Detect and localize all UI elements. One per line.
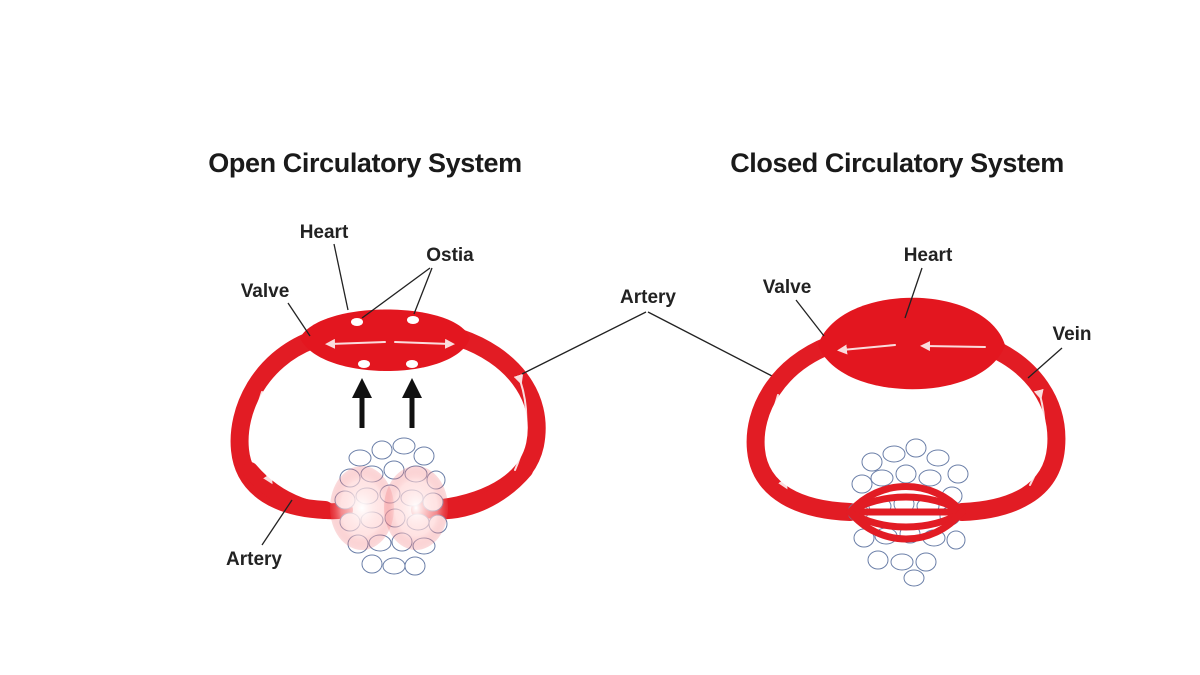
closed-valve-leader [795, 299, 825, 337]
open-valve-label: Valve [241, 281, 290, 302]
open-hemolymph-spill-right [384, 466, 448, 550]
closed-heart-label: Heart [904, 245, 953, 266]
closed-heart-leader [904, 267, 923, 319]
open-ostia-label: Ostia [426, 245, 474, 266]
open-valve-leader [287, 302, 311, 337]
shared-artery-leader-left [521, 311, 647, 375]
closed-vein-leader [1027, 347, 1063, 379]
closed-flow-arrow-heart-right [920, 341, 986, 352]
open-system-title: Open Circulatory System [208, 148, 521, 178]
open-flow-arrow-heart-right [394, 338, 455, 349]
open-flow-arrow-left-loop [254, 391, 273, 485]
open-hemolymph-spill-left [330, 466, 394, 550]
closed-system: Closed Circulatory System [730, 148, 1092, 587]
open-ostia-leader-1 [361, 267, 431, 319]
shared-artery-label: Artery [620, 287, 676, 308]
open-ostium-3 [358, 360, 370, 368]
closed-valve-label: Valve [763, 277, 812, 298]
shared-artery-leader-right [647, 311, 773, 377]
open-heart-leader [333, 243, 349, 311]
closed-capillary-bed [846, 483, 966, 543]
open-heart [300, 309, 470, 371]
closed-vessel-loop [746, 336, 1066, 521]
open-flow-arrow-heart-left [325, 338, 386, 349]
open-ostium-4 [406, 360, 418, 368]
closed-flow-arrow-heart-left [837, 344, 896, 355]
open-artery-label: Artery [226, 549, 282, 570]
open-heart-label: Heart [300, 222, 349, 243]
open-ostium-2 [407, 316, 419, 324]
closed-flow-arrow-left-loop [770, 394, 788, 490]
open-artery-leader [261, 499, 293, 546]
open-ostia-leader-2 [413, 267, 433, 315]
closed-flow-arrow-right-loop [1029, 388, 1046, 486]
closed-heart [818, 297, 1005, 390]
closed-system-title: Closed Circulatory System [730, 148, 1064, 178]
open-system: Open Circulatory System [208, 148, 546, 576]
open-ostium-1 [351, 318, 363, 326]
shared-artery-callout: Artery [521, 287, 773, 377]
closed-vein-label: Vein [1052, 324, 1091, 345]
open-flow-arrow-right-loop [513, 373, 528, 471]
